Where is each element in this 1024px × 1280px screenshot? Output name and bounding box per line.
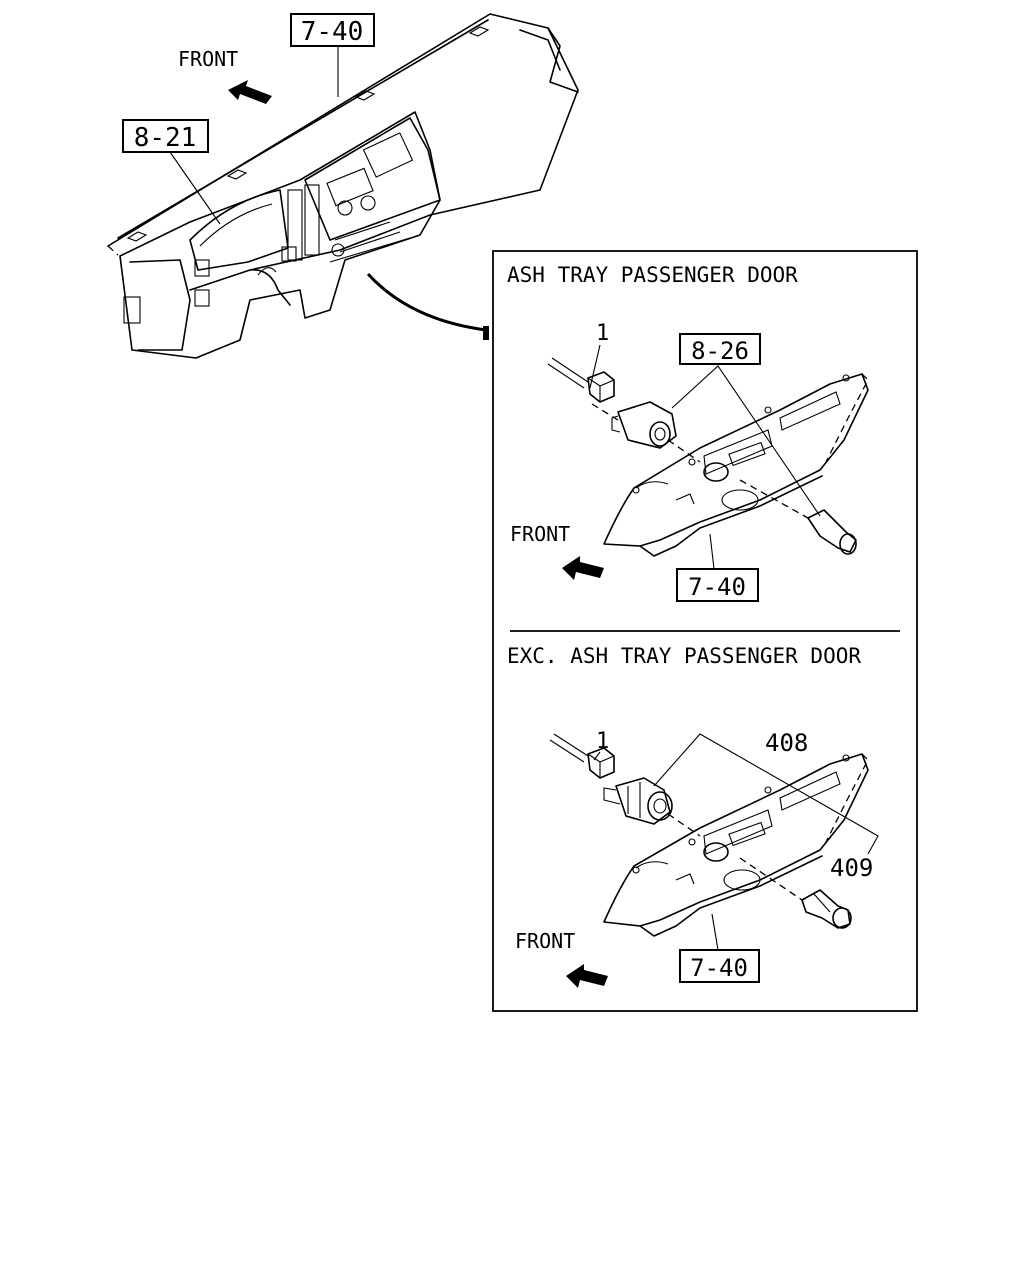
dashboard-illustration <box>107 13 579 359</box>
ref-7-40-a[interactable]: 7-40 <box>676 568 759 602</box>
front-label-b: FRONT <box>515 929 575 953</box>
part-number-1-b[interactable]: 1 <box>596 729 609 754</box>
leader-8-21 <box>169 151 221 225</box>
front-label-a: FRONT <box>510 522 570 546</box>
plug-409 <box>739 857 852 929</box>
svg-text:8-26: 8-26 <box>691 337 749 365</box>
svg-text:7-40: 7-40 <box>301 17 364 47</box>
front-arrow-main <box>228 80 272 104</box>
ref-8-26[interactable]: 8-26 <box>679 333 761 365</box>
front-arrow-a <box>562 556 604 580</box>
connector-b <box>549 733 615 779</box>
section-b-title: EXC. ASH TRAY PASSENGER DOOR <box>507 644 861 668</box>
detail-panel-frame <box>492 250 918 1012</box>
lighter-socket-a <box>591 401 701 463</box>
svg-text:8-21: 8-21 <box>134 123 197 153</box>
lighter-plug-a <box>739 479 857 555</box>
part-number-408[interactable]: 408 <box>765 729 808 757</box>
center-panel-a <box>603 373 869 557</box>
svg-text:7-40: 7-40 <box>690 954 748 982</box>
part-number-1-a[interactable]: 1 <box>596 321 609 346</box>
ref-7-40-top[interactable]: 7-40 <box>290 13 375 47</box>
center-panel-b <box>603 753 869 937</box>
detail-callout-leader <box>366 272 487 332</box>
front-label-main: FRONT <box>178 47 238 71</box>
ref-8-21[interactable]: 8-21 <box>122 119 209 153</box>
leader-8-26 <box>671 365 821 517</box>
front-arrow-b <box>566 964 608 988</box>
svg-text:7-40: 7-40 <box>688 573 746 601</box>
socket-408 <box>603 777 701 837</box>
section-a-title: ASH TRAY PASSENGER DOOR <box>507 263 798 287</box>
part-number-409[interactable]: 409 <box>830 854 873 882</box>
leader-7-40-b <box>711 913 719 951</box>
connector-a <box>547 357 615 403</box>
leader-7-40-a <box>709 533 715 570</box>
ref-7-40-b[interactable]: 7-40 <box>679 949 760 983</box>
